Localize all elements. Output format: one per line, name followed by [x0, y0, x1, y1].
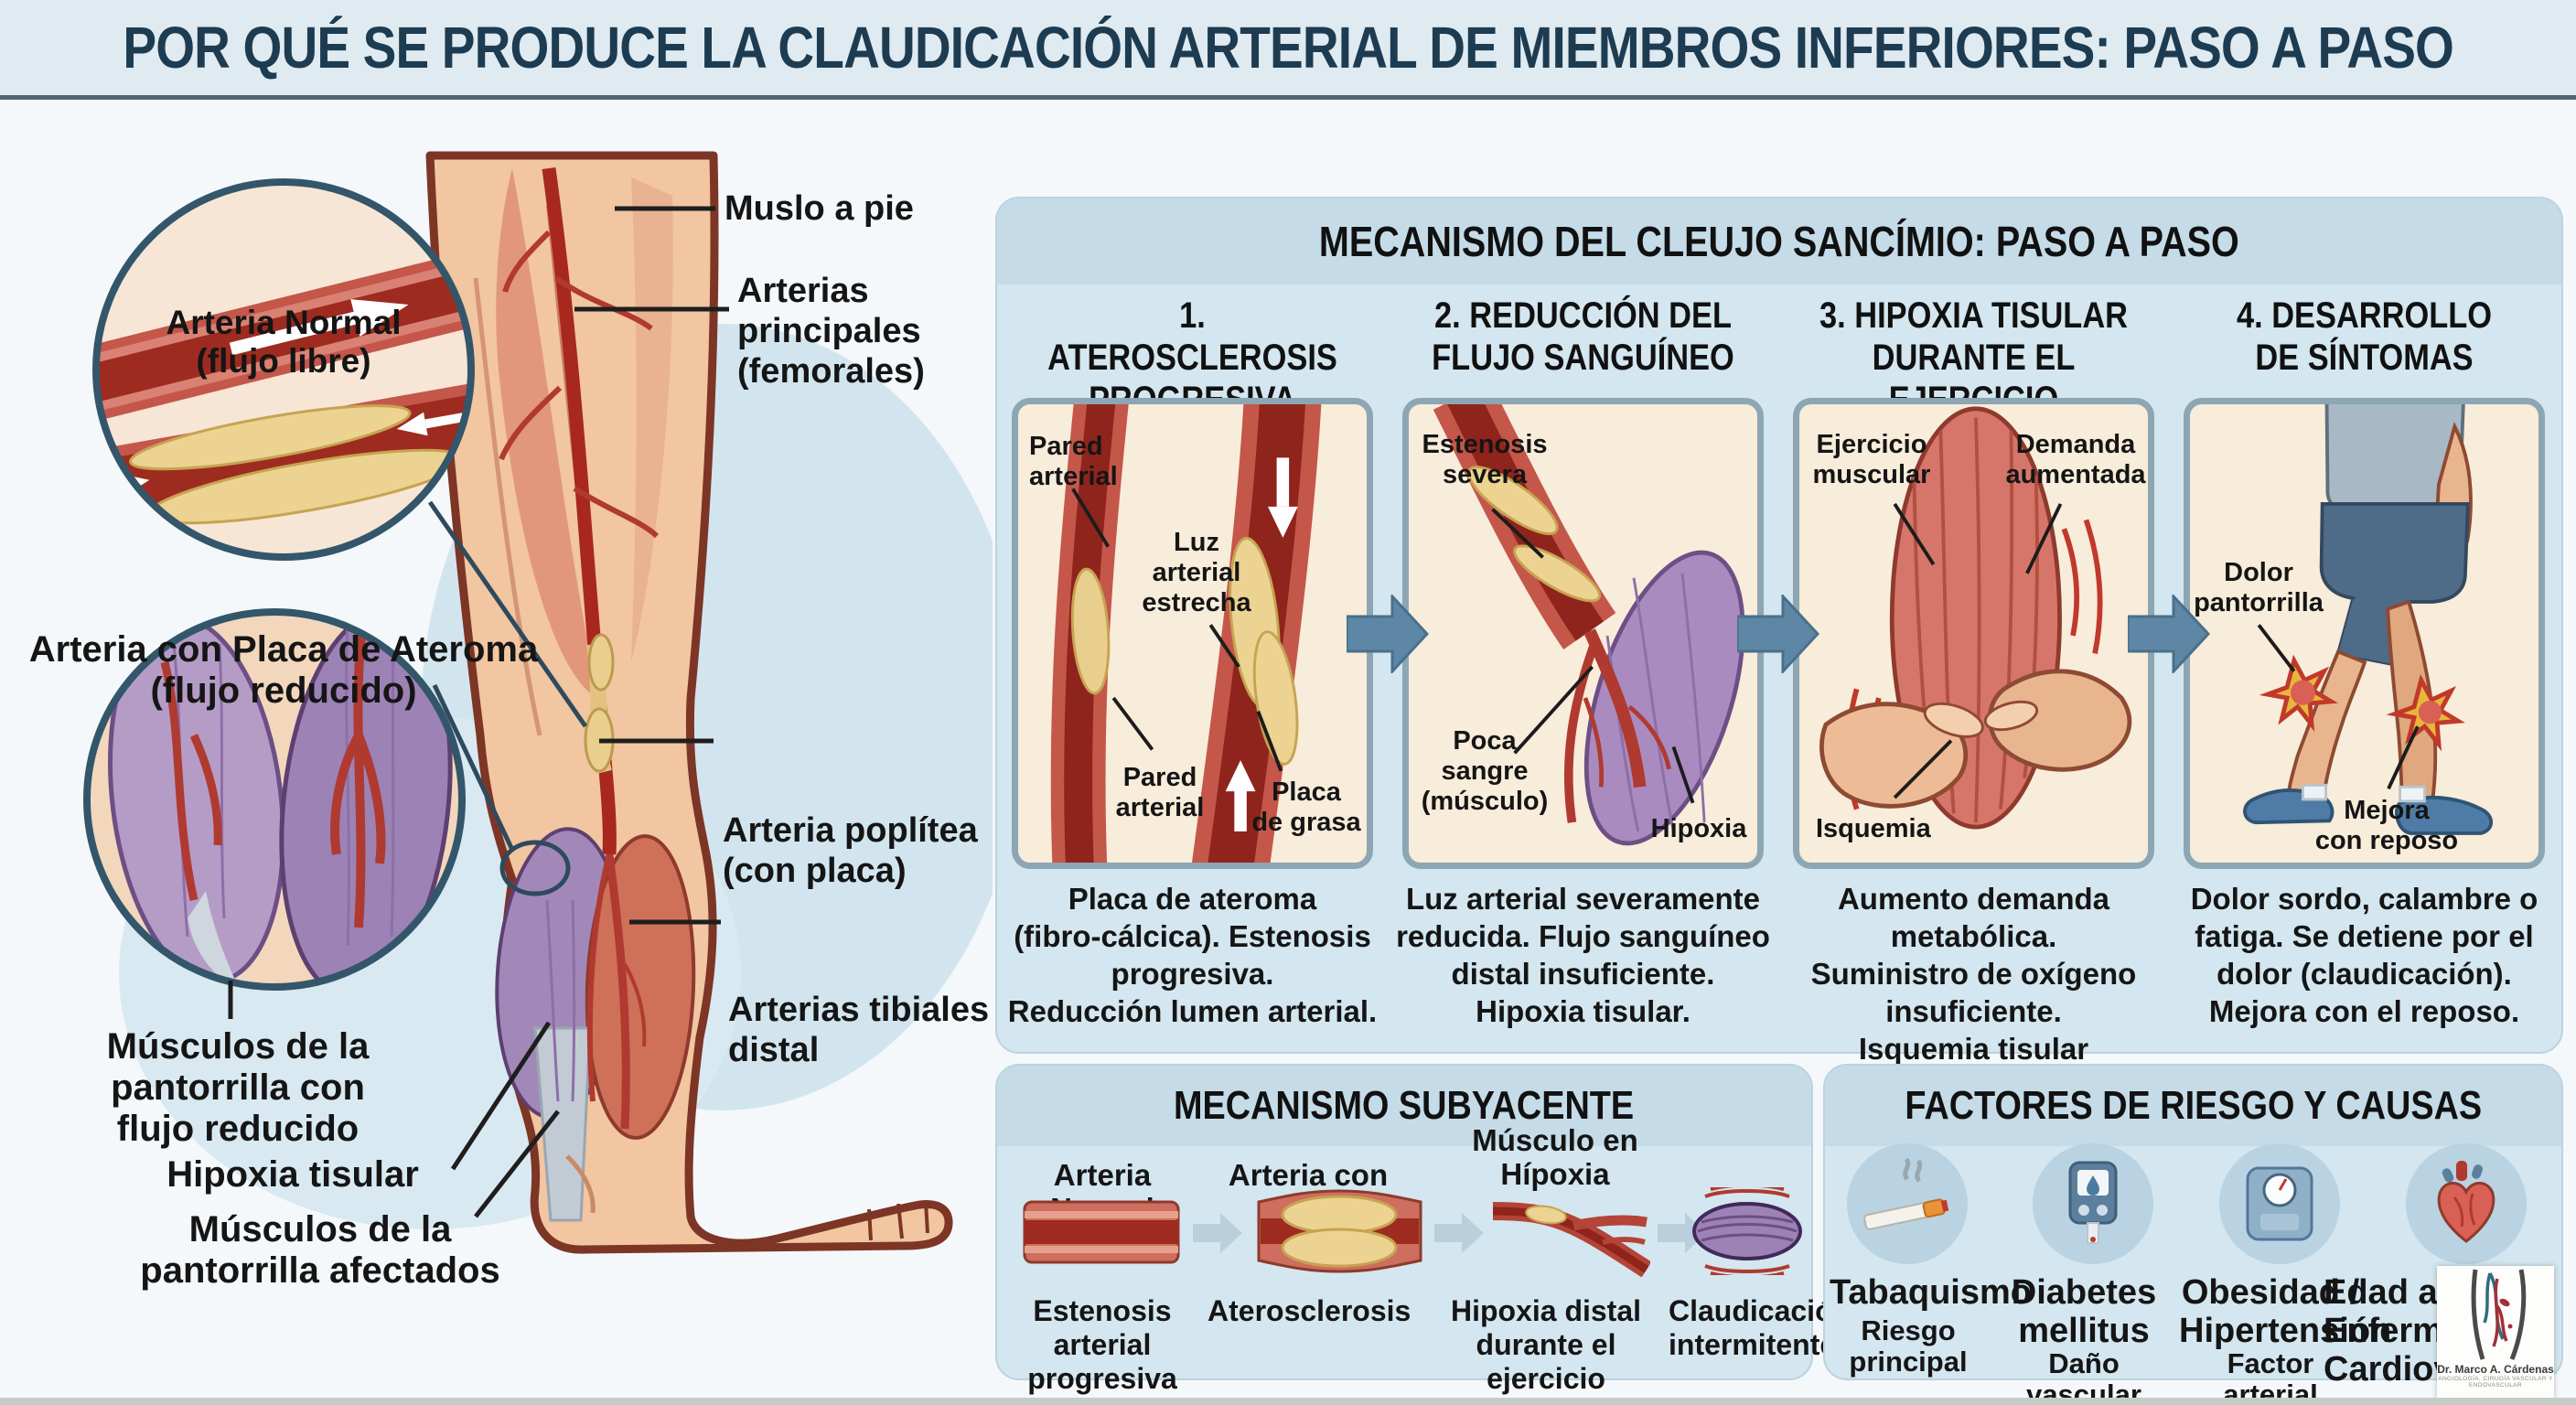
pain-burst-left — [2259, 654, 2338, 732]
doctor-name: Dr. Marco A. Cárdenas — [2437, 1363, 2554, 1376]
label-musculos-afectados: Músculos de la pantorrilla afectados — [140, 1209, 500, 1291]
step4-label-mejora: Mejora con reposo — [2314, 796, 2459, 855]
underlying-bottom-label-1: Estenosis arterial progresiva — [1027, 1294, 1177, 1395]
step4-caption: Dolor sordo, calambre o fatiga. Se detie… — [2190, 882, 2538, 1028]
step1-artery-drawing — [1050, 404, 1322, 863]
underlying-top-label-3: Músculo en Hípoxia — [1472, 1123, 1638, 1191]
inset-calf-muscles — [83, 608, 466, 991]
step3-illustration: Ejercicio muscular Demanda aumentada Isq… — [1793, 398, 2154, 869]
step2-label-estenosis: Estenosis severa — [1422, 430, 1548, 489]
step1-label-pared-top: Pared arterial — [1029, 432, 1118, 491]
factor-age-heart — [2406, 1143, 2527, 1264]
mini-artery-branching — [1493, 1202, 1650, 1277]
risk-panel-header: FACTORES DE RIESGO Y CAUSAS — [1825, 1066, 2561, 1146]
step4-illustration: Dolor pantorrilla Mejora con reposo — [2184, 398, 2545, 869]
clinic-logo: Dr. Marco A. Cárdenas ANGIOLOGÍA, CIRUGÍ… — [2437, 1266, 2554, 1401]
artery-free-flow — [96, 239, 471, 433]
mini-muscle-claudication — [1692, 1187, 1802, 1275]
leg-anatomy-illustration — [83, 151, 993, 1254]
label-musculos-flujo-reducido: Músculos de la pantorrilla con flujo red… — [106, 1026, 370, 1149]
underlying-panel-header: MECANISMO SUBYACENTE — [997, 1066, 1811, 1146]
step1-caption: Placa de ateroma (fibro-cálcica). Esteno… — [1007, 882, 1378, 1028]
factor-smoking — [1847, 1143, 1968, 1264]
pointer-inset2-to-knee — [432, 683, 515, 852]
step4-heading: 4. DESARROLLO DE SÍNTOMAS — [2236, 295, 2493, 378]
step3-label-ejercicio: Ejercicio muscular — [1812, 430, 1931, 489]
label-leader-lines — [228, 206, 729, 1218]
step2-label-hipoxia: Hipoxia — [1650, 814, 1747, 843]
step2-caption: Luz arterial severamente reducida. Flujo… — [1396, 882, 1770, 1028]
underlying-bottom-label-3: Hipoxia distal durante el ejercicio — [1450, 1294, 1642, 1395]
factor-obesity-sub: Factor arterial — [2223, 1347, 2318, 1405]
factor-smoking-sub: Riesgo principal — [1849, 1314, 1968, 1378]
mechanism-panel-title: MECANISMO DEL CLEUJO SANCÍMIO: PASO A PA… — [1319, 218, 2239, 265]
step1-label-placa: Placa de grasa — [1251, 778, 1361, 837]
pain-burst-right — [2386, 674, 2465, 752]
factor-diabetes — [2033, 1143, 2153, 1264]
label-arterias-femorales: Arterias principales (femorales) — [737, 272, 925, 391]
step2-heading: 2. REDUCCIÓN DEL FLUJO SANGUÍNEO — [1432, 295, 1734, 378]
arrow-step1-to-step2 — [1347, 595, 1429, 673]
walking-person — [2243, 404, 2494, 835]
inset-normal-label: Arteria Normal (flujo libre) — [166, 304, 402, 380]
step3-muscle-drawing — [1819, 406, 2132, 830]
step3-label-demanda: Demanda aumentada — [2005, 430, 2146, 489]
label-muslo-a-pie: Muslo a pie — [724, 189, 914, 228]
pointer-inset1-to-leg — [427, 500, 588, 728]
step1-label-pared-bottom: Pared arterial — [1115, 763, 1205, 822]
underlying-bottom-label-2: Aterosclerosis — [1208, 1294, 1411, 1327]
back-leg — [2386, 599, 2494, 835]
mini-artery-plaque — [1257, 1189, 1422, 1273]
leg-drawing — [425, 151, 953, 1254]
vascular-logo-icon — [2471, 1269, 2527, 1360]
glucometer-icon — [2068, 1161, 2118, 1244]
factor-diabetes-name: Diabetes mellitus — [2011, 1273, 2157, 1350]
label-arterias-tibiales: Arterias tibiales distal — [728, 991, 990, 1069]
step1-illustration: Pared arterial Luz arterial estrecha Par… — [1012, 398, 1373, 869]
doctor-specialty: ANGIOLOGÍA, CIRUGÍA VASCULAR Y ENDOVASCU… — [2438, 1376, 2553, 1389]
mini-arrow-2 — [1434, 1213, 1484, 1253]
mini-artery-normal — [1023, 1200, 1180, 1264]
arrow-step2-to-step3 — [1737, 595, 1819, 673]
inset-normal-artery — [92, 178, 475, 561]
heart-icon — [2437, 1161, 2496, 1243]
underlying-bottom-label-4: Claudicación intermitente — [1669, 1294, 1852, 1361]
page-title: POR QUÉ SE PRODUCE LA CLAUDICACIÓN ARTER… — [123, 15, 2454, 80]
step2-illustration: Estenosis severa Poca sangre (músculo) H… — [1402, 398, 1764, 869]
mechanism-panel-header: MECANISMO DEL CLEUJO SANCÍMIO: PASO A PA… — [997, 198, 2561, 284]
label-hipoxia-tisular: Hipoxia tisular — [166, 1154, 419, 1195]
step4-walking-person-drawing — [2243, 404, 2494, 835]
step1-label-luz: Luz arterial estrecha — [1142, 528, 1251, 617]
step2-label-poca-sangre: Poca sangre (músculo) — [1421, 726, 1549, 816]
title-bar: POR QUÉ SE PRODUCE LA CLAUDICACIÓN ARTER… — [0, 0, 2576, 100]
underlying-panel-title: MECANISMO SUBYACENTE — [1174, 1083, 1635, 1128]
plaque-artery-label: Arteria con Placa de Ateroma (flujo redu… — [28, 629, 539, 711]
front-leg — [2243, 649, 2367, 825]
factor-obesity-name: Obesidad / Hipertensión — [2179, 1273, 2392, 1350]
cigarette-icon — [1863, 1157, 1949, 1230]
factor-age-name: Edad ava Enferm Cardiova — [2324, 1273, 2476, 1389]
step2-stenosis-drawing — [1433, 404, 1745, 846]
arrow-step3-to-step4 — [2128, 595, 2210, 673]
step3-label-isquemia: Isquemia — [1816, 814, 1931, 843]
factor-obesity — [2219, 1143, 2340, 1264]
factor-smoking-name: Tabaquismo — [1830, 1273, 2032, 1312]
label-arteria-poplitea: Arteria poplítea (con placa) — [723, 811, 978, 890]
factor-diabetes-sub: Daño vascular — [2026, 1347, 2141, 1405]
risk-panel-title: FACTORES DE RIESGO Y CAUSAS — [1905, 1083, 2482, 1128]
bottom-edge-strip — [0, 1398, 2576, 1405]
stenosis-marker — [499, 840, 571, 896]
step4-label-dolor: Dolor pantorrilla — [2194, 558, 2324, 617]
mini-arrow-1 — [1193, 1213, 1242, 1253]
scale-icon — [2246, 1166, 2313, 1241]
